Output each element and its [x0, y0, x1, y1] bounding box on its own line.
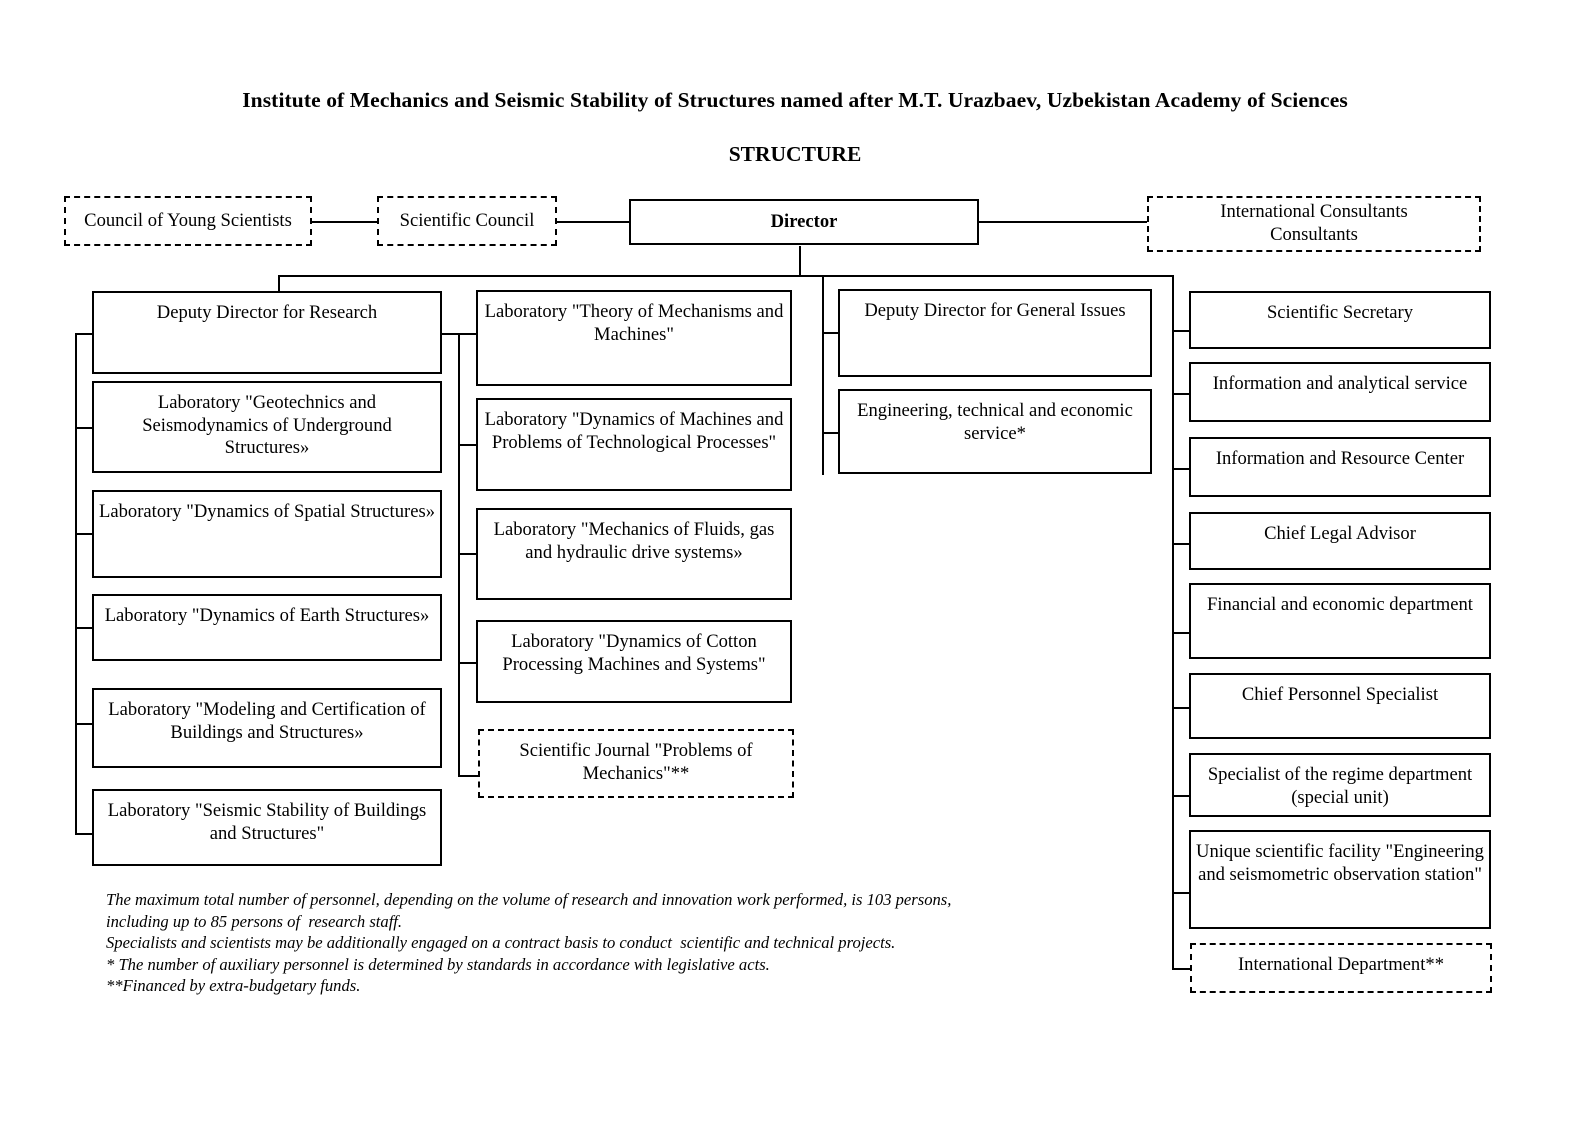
- node-label: Engineering, technical and economic serv…: [857, 400, 1133, 444]
- node-label: Laboratory "Geotechnics and Seismodynami…: [142, 392, 392, 459]
- page-title: Institute of Mechanics and Seismic Stabi…: [242, 88, 1348, 112]
- node-deputy-director-research[interactable]: Deputy Director for Research: [92, 291, 442, 374]
- node-label: Specialist of the regime department (spe…: [1207, 764, 1473, 808]
- stub-regime-specialist: [1172, 795, 1192, 798]
- stub-financial-economic: [1172, 632, 1192, 635]
- node-label: Laboratory "Modeling and Certification o…: [108, 699, 426, 743]
- stub-research-head: [75, 333, 94, 336]
- node-label: Scientific Council: [399, 209, 535, 231]
- node-lab-cotton-processing[interactable]: Laboratory "Dynamics of Cotton Processin…: [476, 620, 792, 703]
- stub-research-lab-5: [75, 833, 94, 836]
- node-label: Council of Young Scientists: [84, 209, 292, 231]
- stub-lab-dynamics-machines: [458, 444, 478, 447]
- node-engineering-technical-economic-service[interactable]: Engineering, technical and economic serv…: [838, 389, 1152, 474]
- node-regime-department-specialist[interactable]: Specialist of the regime department (spe…: [1189, 753, 1491, 817]
- node-label: Chief Legal Advisor: [1264, 523, 1416, 544]
- stub-information-analytical: [1172, 393, 1192, 396]
- node-label: Chief Personnel Specialist: [1241, 684, 1439, 705]
- node-information-resource-center[interactable]: Information and Resource Center: [1189, 437, 1491, 497]
- connector-bus-to-research-head: [278, 275, 281, 291]
- stub-research-lab-1: [75, 427, 94, 430]
- node-lab-dynamics-machines[interactable]: Laboratory "Dynamics of Machines and Pro…: [476, 398, 792, 491]
- node-deputy-director-general[interactable]: Deputy Director for General Issues: [838, 289, 1152, 377]
- node-label: Laboratory "Mechanics of Fluids, gas and…: [493, 519, 775, 563]
- node-scientific-secretary[interactable]: Scientific Secretary: [1189, 291, 1491, 349]
- node-council-of-young-scientists[interactable]: Council of Young Scientists: [64, 196, 312, 246]
- node-scientific-journal[interactable]: Scientific Journal "Problems of Mechanic…: [478, 729, 794, 798]
- stub-chief-personnel: [1172, 707, 1192, 710]
- connector-main-bus: [278, 275, 1174, 278]
- connector-council-to-director: [555, 221, 631, 224]
- stub-lab-cotton: [458, 662, 478, 665]
- connector-director-drop: [799, 246, 802, 277]
- node-label: Scientific Journal "Problems of Mechanic…: [519, 740, 753, 784]
- connector-young-scientists-to-council: [311, 221, 381, 224]
- stub-scientific-secretary: [1172, 330, 1192, 333]
- node-label: Laboratory "Dynamics of Spatial Structur…: [99, 501, 435, 522]
- node-label: Scientific Secretary: [1266, 302, 1414, 323]
- node-label: Laboratory "Dynamics of Cotton Processin…: [502, 631, 766, 675]
- node-label: International Consultants Consultants: [1220, 201, 1408, 245]
- stub-research-lab-2: [75, 533, 94, 536]
- node-label: Deputy Director for Research: [156, 302, 378, 323]
- node-lab-spatial-structures[interactable]: Laboratory "Dynamics of Spatial Structur…: [92, 490, 442, 578]
- stub-chief-legal-advisor: [1172, 543, 1192, 546]
- footnotes: The maximum total number of personnel, d…: [106, 889, 1006, 997]
- node-lab-mechanics-fluids[interactable]: Laboratory "Mechanics of Fluids, gas and…: [476, 508, 792, 600]
- node-international-consultants[interactable]: International Consultants Consultants: [1147, 196, 1481, 252]
- node-label: Unique scientific facility "Engineering …: [1196, 841, 1484, 885]
- spine-services-column: [1172, 275, 1175, 970]
- node-lab-modeling-certification[interactable]: Laboratory "Modeling and Certification o…: [92, 688, 442, 768]
- node-financial-economic-department[interactable]: Financial and economic department: [1189, 583, 1491, 659]
- stub-engineering-service: [822, 432, 840, 435]
- footnote-line-3: * The number of auxiliary personnel is d…: [106, 954, 770, 974]
- connector-director-to-consultants: [977, 221, 1149, 224]
- node-label: Director: [770, 210, 838, 232]
- stub-research-lab-4: [75, 723, 94, 726]
- stub-international-department: [1172, 968, 1194, 971]
- footnote-line-1: The maximum total number of personnel, d…: [106, 890, 956, 931]
- node-label: Laboratory "Dynamics of Earth Structures…: [104, 605, 430, 626]
- node-label: Laboratory "Dynamics of Machines and Pro…: [484, 409, 784, 453]
- node-director[interactable]: Director: [629, 199, 979, 245]
- stub-deputy-general: [822, 332, 840, 335]
- stub-lab-mechanics-fluids: [458, 553, 478, 556]
- node-label: Laboratory "Theory of Mechanisms and Mac…: [484, 301, 784, 345]
- node-label: Deputy Director for General Issues: [864, 300, 1126, 321]
- node-label: International Department**: [1237, 954, 1444, 975]
- stub-unique-facility: [1172, 892, 1192, 895]
- footnote-line-4: **Financed by extra-budgetary funds.: [106, 976, 361, 996]
- stub-scientific-journal: [458, 775, 480, 778]
- stub-lab-theory: [458, 333, 478, 336]
- connector-research-head-to-labs-spine: [442, 333, 460, 336]
- structure-subtitle: STRUCTURE: [728, 142, 862, 166]
- node-label: Information and Resource Center: [1215, 448, 1465, 469]
- node-label: Information and analytical service: [1212, 373, 1468, 394]
- spine-research-column: [75, 333, 78, 835]
- node-international-department[interactable]: International Department**: [1190, 943, 1492, 993]
- node-chief-legal-advisor[interactable]: Chief Legal Advisor: [1189, 512, 1491, 570]
- node-information-analytical-service[interactable]: Information and analytical service: [1189, 362, 1491, 422]
- node-label: Financial and economic department: [1207, 594, 1473, 615]
- stub-information-resource-center: [1172, 468, 1192, 471]
- node-lab-geotechnics[interactable]: Laboratory "Geotechnics and Seismodynami…: [92, 381, 442, 473]
- footnote-line-2: Specialists and scientists may be additi…: [106, 933, 896, 953]
- stub-research-lab-3: [75, 627, 94, 630]
- node-lab-earth-structures[interactable]: Laboratory "Dynamics of Earth Structures…: [92, 594, 442, 661]
- node-lab-seismic-stability[interactable]: Laboratory "Seismic Stability of Buildin…: [92, 789, 442, 866]
- node-unique-scientific-facility[interactable]: Unique scientific facility "Engineering …: [1189, 830, 1491, 929]
- node-chief-personnel-specialist[interactable]: Chief Personnel Specialist: [1189, 673, 1491, 739]
- node-label: Laboratory "Seismic Stability of Buildin…: [107, 800, 427, 844]
- node-lab-theory-mechanisms[interactable]: Laboratory "Theory of Mechanisms and Mac…: [476, 290, 792, 386]
- spine-general-column: [822, 275, 825, 475]
- node-scientific-council[interactable]: Scientific Council: [377, 196, 557, 246]
